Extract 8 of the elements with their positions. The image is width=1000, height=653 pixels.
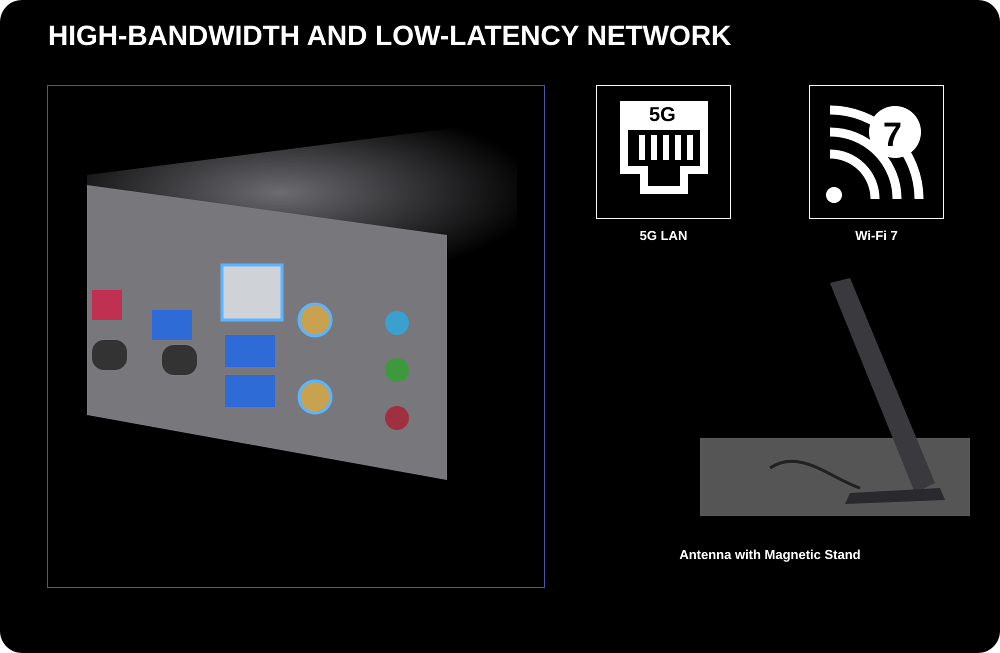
- icon-text: 5G: [649, 104, 676, 127]
- icon-card: [809, 85, 944, 219]
- icon-card: [596, 85, 731, 219]
- feature-label: Wi-Fi 7: [854, 228, 899, 243]
- icon-text: 7: [883, 116, 902, 155]
- caption: Antenna with Magnetic Stand: [678, 547, 862, 562]
- feature-label: 5G LAN: [638, 228, 688, 243]
- title: HIGH-BANDWIDTH AND LOW-LATENCY NETWORK: [48, 20, 732, 52]
